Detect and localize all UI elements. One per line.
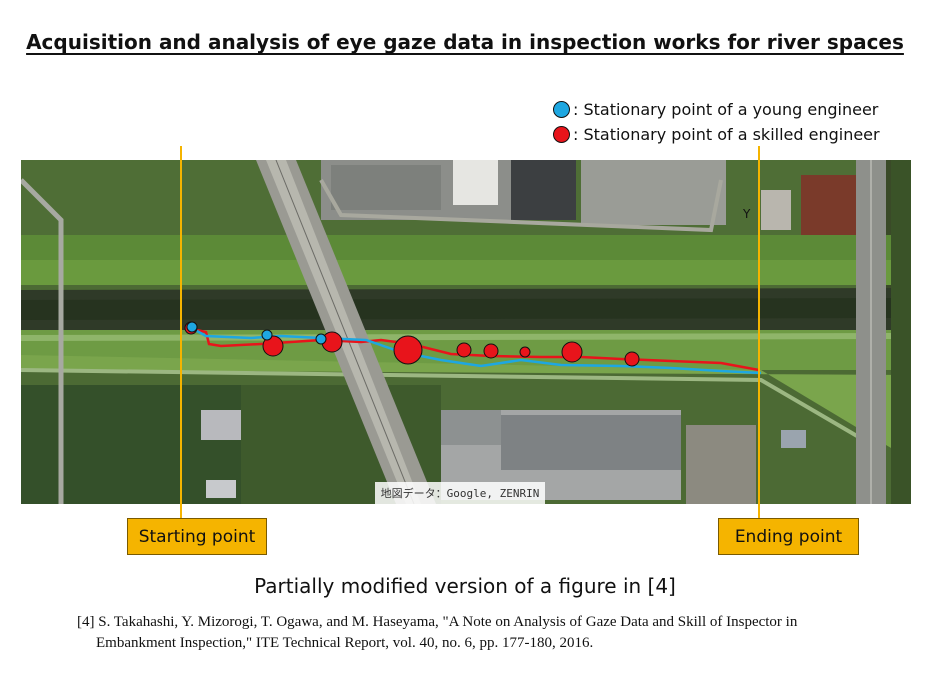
legend-skilled-label: : Stationary point of a skilled engineer xyxy=(573,124,880,144)
legend-skilled-engineer: : Stationary point of a skilled engineer xyxy=(553,124,880,144)
reference-line-2: Embankment Inspection," ITE Technical Re… xyxy=(96,635,594,651)
end-marker-line xyxy=(758,146,760,518)
map-credit: 地図データ：Google, ZENRIN xyxy=(375,482,545,504)
young-stationary-points xyxy=(186,321,327,345)
legend-young-engineer: : Stationary point of a young engineer xyxy=(553,99,878,119)
red-dot-icon xyxy=(553,125,570,143)
figure-caption: Partially modified version of a figure i… xyxy=(254,574,676,598)
reference-citation: [4] S. Takahashi, Y. Mizorogi, T. Ogawa,… xyxy=(77,612,877,654)
ending-point-label: Ending point xyxy=(718,518,859,555)
aerial-map-image: Y xyxy=(21,160,911,504)
reference-line-1: [4] S. Takahashi, Y. Mizorogi, T. Ogawa,… xyxy=(77,614,798,630)
young-gaze-path xyxy=(187,324,762,375)
page-title: Acquisition and analysis of eye gaze dat… xyxy=(26,30,904,54)
starting-point-label: Starting point xyxy=(127,518,267,555)
aerial-map: Y 地図データ：Google, ZENRIN xyxy=(21,160,911,504)
blue-dot-icon xyxy=(553,100,570,118)
skilled-stationary-points xyxy=(184,321,640,367)
start-marker-line xyxy=(180,146,182,518)
svg-text:Y: Y xyxy=(742,207,751,221)
legend-young-label: : Stationary point of a young engineer xyxy=(573,99,879,119)
